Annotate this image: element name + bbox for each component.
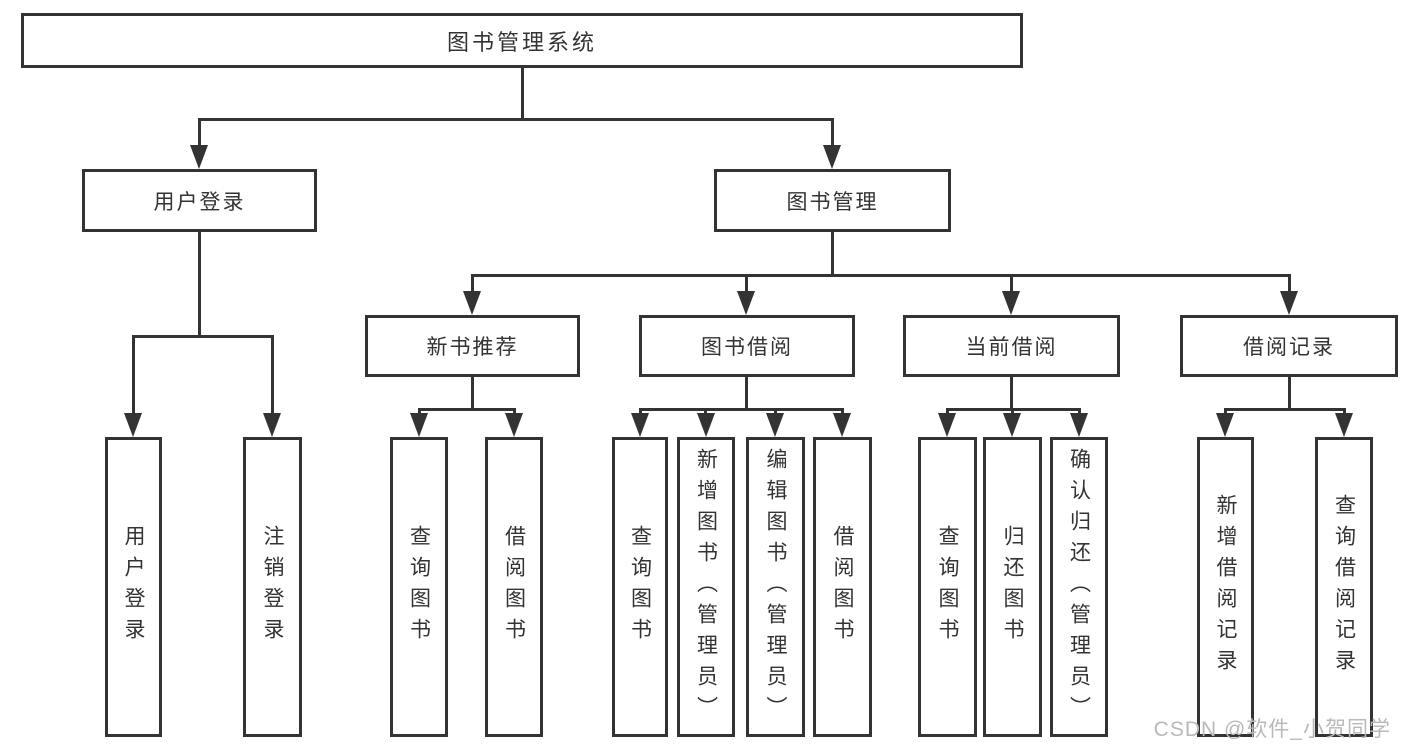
connector-book-borrow-stem xyxy=(745,377,748,411)
connector-drop xyxy=(841,408,844,417)
node-label: 用户登录 xyxy=(122,525,145,649)
connector-drop xyxy=(271,335,274,413)
arrow-down-icon xyxy=(263,413,281,437)
node-label: 查询图书 xyxy=(936,525,959,649)
connector-new-book-bus xyxy=(418,408,516,411)
connector-drop xyxy=(831,118,834,148)
node-root: 图书管理系统 xyxy=(21,13,1023,68)
leaf-query-books-recommend: 查询图书 xyxy=(390,437,448,737)
arrow-down-icon xyxy=(505,413,523,437)
node-label: 图书借阅 xyxy=(701,336,793,359)
connector-user-login-stem xyxy=(198,232,201,338)
node-label: 借阅图书 xyxy=(502,525,526,649)
arrow-down-icon xyxy=(737,291,755,315)
leaf-query-books-borrow: 查询图书 xyxy=(612,437,668,737)
node-new-book-recommend: 新书推荐 xyxy=(365,315,580,377)
connector-book-borrow-bus xyxy=(639,408,844,411)
connector-drop xyxy=(198,118,201,148)
node-label: 新增图书（管理员） xyxy=(694,447,718,727)
leaf-confirm-return-admin: 确认归还（管理员） xyxy=(1050,437,1108,737)
node-label: 查询图书 xyxy=(628,525,652,649)
arrow-down-icon xyxy=(1003,413,1021,437)
connector-drop xyxy=(704,408,707,417)
connector-drop xyxy=(1011,408,1014,417)
connector-current-borrow-stem xyxy=(1010,377,1013,411)
node-label: 查询图书 xyxy=(407,525,431,649)
arrow-down-icon xyxy=(124,413,142,437)
arrow-down-icon xyxy=(833,413,851,437)
node-label: 新增借阅记录 xyxy=(1214,494,1237,680)
arrow-down-icon xyxy=(1216,413,1234,437)
node-label: 归还图书 xyxy=(1001,525,1024,649)
leaf-add-book-admin: 新增图书（管理员） xyxy=(677,437,735,737)
connector-drop xyxy=(774,408,777,417)
leaf-borrow-books-recommend: 借阅图书 xyxy=(485,437,543,737)
connector-user-login-bus xyxy=(132,335,274,338)
arrow-down-icon xyxy=(463,291,481,315)
leaf-query-books-current: 查询图书 xyxy=(918,437,977,737)
leaf-add-borrow-record: 新增借阅记录 xyxy=(1197,437,1254,737)
node-label: 图书管理系统 xyxy=(446,29,597,55)
node-label: 确认归还（管理员） xyxy=(1067,447,1091,727)
node-label: 图书管理 xyxy=(786,190,879,214)
connector-borrow-record-stem xyxy=(1288,377,1291,411)
node-label: 注销登录 xyxy=(261,525,284,649)
connector-new-book-stem xyxy=(471,377,474,411)
arrow-down-icon xyxy=(631,413,649,437)
connector-drop xyxy=(1343,408,1346,417)
arrow-down-icon xyxy=(410,413,428,437)
node-book-borrow: 图书借阅 xyxy=(639,315,855,377)
arrow-down-icon xyxy=(1335,413,1353,437)
connector-root-bus xyxy=(198,118,834,121)
connector-drop xyxy=(1288,274,1291,294)
connector-drop xyxy=(1010,274,1013,294)
node-label: 编辑图书（管理员） xyxy=(764,447,787,727)
connector-root-stem xyxy=(521,68,524,121)
connector-drop xyxy=(471,274,474,294)
arrow-down-icon xyxy=(1070,413,1088,437)
connector-drop xyxy=(1224,408,1227,417)
node-borrow-records: 借阅记录 xyxy=(1180,315,1398,377)
arrow-down-icon xyxy=(190,145,208,169)
arrow-down-icon xyxy=(1002,291,1020,315)
arrow-down-icon xyxy=(1280,291,1298,315)
connector-book-mgmt-bus xyxy=(471,274,1291,277)
connector-drop xyxy=(946,408,949,417)
node-label: 查询借阅记录 xyxy=(1332,494,1356,680)
node-book-management: 图书管理 xyxy=(714,169,951,232)
connector-drop xyxy=(1078,408,1081,417)
node-label: 借阅记录 xyxy=(1243,336,1335,359)
leaf-user-login: 用户登录 xyxy=(105,437,162,737)
leaf-borrow-books: 借阅图书 xyxy=(813,437,872,737)
connector-drop xyxy=(513,408,516,417)
connector-drop xyxy=(745,274,748,294)
leaf-return-books: 归还图书 xyxy=(983,437,1042,737)
connector-drop xyxy=(418,408,421,417)
leaf-logout: 注销登录 xyxy=(243,437,302,737)
connector-book-mgmt-stem xyxy=(831,232,834,277)
arrow-down-icon xyxy=(766,413,784,437)
arrow-down-icon xyxy=(823,145,841,169)
csdn-watermark: CSDN @软件_小贺同学 xyxy=(1153,718,1391,741)
leaf-query-borrow-record: 查询借阅记录 xyxy=(1315,437,1373,737)
node-label: 用户登录 xyxy=(153,190,246,214)
arrow-down-icon xyxy=(697,413,715,437)
connector-borrow-record-bus xyxy=(1224,408,1345,411)
connector-drop xyxy=(639,408,642,417)
node-label: 借阅图书 xyxy=(831,525,854,649)
node-label: 新书推荐 xyxy=(426,336,519,359)
node-user-login: 用户登录 xyxy=(82,169,317,232)
arrow-down-icon xyxy=(938,413,956,437)
connector-drop xyxy=(132,335,135,413)
node-label: 当前借阅 xyxy=(965,336,1058,359)
leaf-edit-book-admin: 编辑图书（管理员） xyxy=(746,437,805,737)
node-current-borrow: 当前借阅 xyxy=(903,315,1120,377)
